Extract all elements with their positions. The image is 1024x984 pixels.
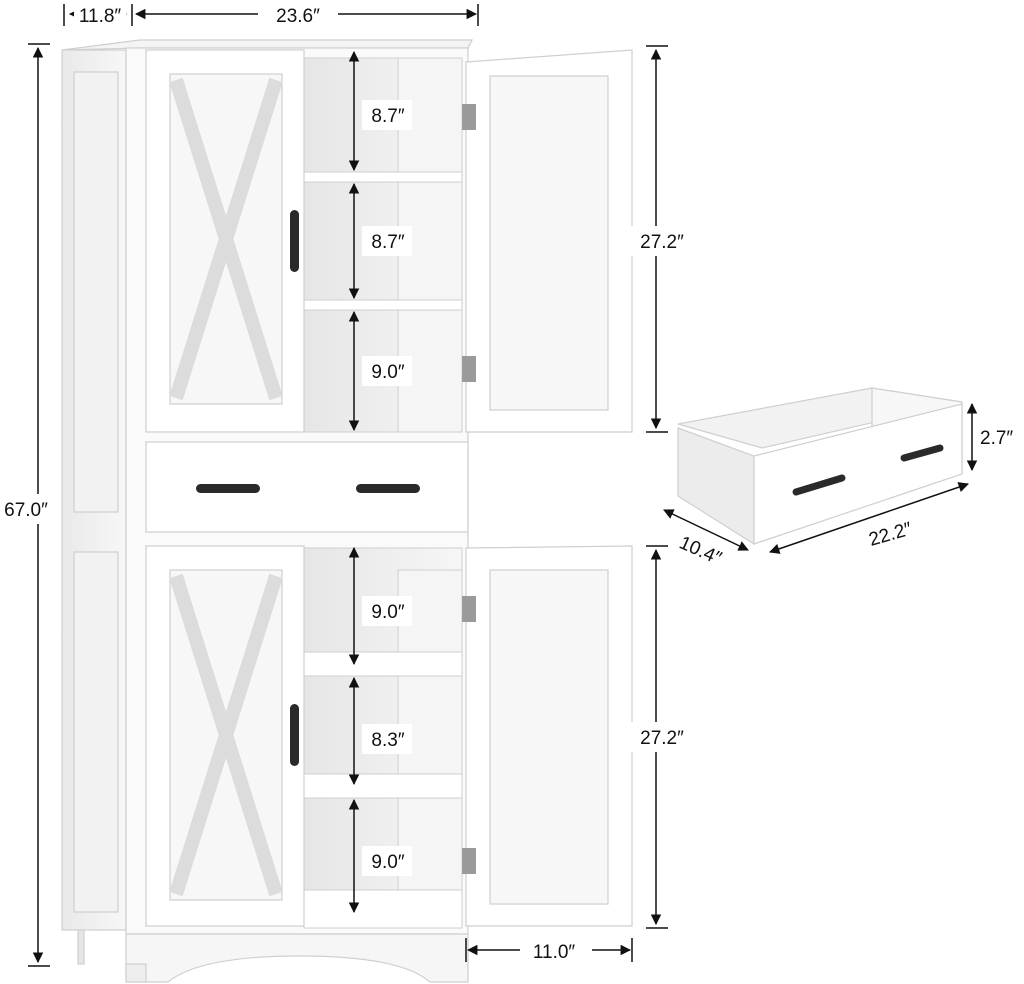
side-upper-recess: [73, 71, 119, 513]
upper-shelf-b: [303, 299, 463, 311]
upper-left-door: [145, 49, 305, 433]
label-drawer-width: 22.2″: [867, 519, 915, 551]
dimension-labels: 11.8″ 23.6″ 67.0″ 27.2″ 27.2″ 11.0″ 8.7″…: [4, 6, 1013, 963]
lower-left-x-brace-b: [169, 573, 283, 897]
lower-left-door: [145, 545, 305, 927]
label-backgrounds: [0, 2, 698, 962]
detached-drawer: [677, 387, 963, 546]
side-lower-recess: [73, 551, 119, 913]
lower-shelf-a: [303, 651, 463, 677]
lower-hinge-top: [462, 596, 476, 622]
label-upper-shelf-1: 8.7″: [371, 106, 404, 127]
drawer-handle-left: [196, 484, 260, 493]
label-drawer-height: 2.7″: [980, 428, 1013, 449]
label-upper-shelf-3: 9.0″: [371, 362, 404, 383]
label-upper-shelf-2: 8.7″: [371, 232, 404, 253]
drawer-box-front-face: [677, 427, 755, 546]
label-lower-shelf-2: 8.3″: [371, 730, 404, 751]
drawer-handle-right: [356, 484, 420, 493]
side-foot: [77, 929, 85, 965]
label-bg-ls3: [362, 846, 412, 876]
label-lower-shelf-1: 9.0″: [371, 602, 404, 623]
cabinet-base: [125, 933, 469, 983]
label-bg-us3: [362, 356, 412, 386]
label-bg-ls2: [362, 724, 412, 754]
dimension-drawer-width-line: [769, 482, 969, 554]
label-bg-upper: [628, 226, 698, 256]
label-upper-cabinet-height: 27.2″: [640, 232, 684, 253]
drawer-box-handle-b: [900, 444, 944, 462]
upper-right-door-inner-panel: [489, 75, 609, 411]
dimension-drawer-depth-line: [663, 509, 749, 551]
base-front-foot: [125, 963, 147, 983]
lower-right-door-inner-panel: [489, 569, 609, 905]
upper-left-x-brace-b: [169, 77, 283, 401]
lower-shelf-c: [303, 889, 463, 929]
label-bg-ls1: [362, 596, 412, 626]
label-drawer-depth: 10.4″: [676, 532, 725, 569]
lower-left-door-handle: [290, 704, 299, 766]
lower-hinge-bottom: [462, 848, 476, 874]
label-lower-shelf-3: 9.0″: [371, 852, 404, 873]
label-depth: 11.8″: [79, 6, 122, 27]
upper-hinge-bottom: [462, 356, 476, 382]
upper-hinge-top: [462, 104, 476, 130]
upper-left-door-handle: [290, 210, 299, 272]
cabinet-drawer: [145, 441, 469, 533]
label-width: 23.6″: [276, 6, 320, 27]
dimension-lines: [28, 4, 978, 967]
label-bg-door: [520, 938, 592, 962]
upper-shelf-a: [303, 171, 463, 183]
label-door-width: 11.0″: [533, 942, 576, 963]
upper-right-open-door: [462, 49, 633, 433]
label-bg-depth: [74, 2, 126, 26]
label-total-height: 67.0″: [4, 500, 48, 521]
label-lower-cabinet-height: 27.2″: [640, 728, 684, 749]
label-bg-total: [0, 494, 56, 524]
label-bg-us1: [362, 100, 412, 130]
lower-shelf-b: [303, 773, 463, 799]
label-bg-lower: [628, 722, 698, 752]
lower-right-open-door: [462, 545, 633, 927]
label-bg-us2: [362, 226, 412, 256]
label-bg-width: [258, 2, 338, 26]
